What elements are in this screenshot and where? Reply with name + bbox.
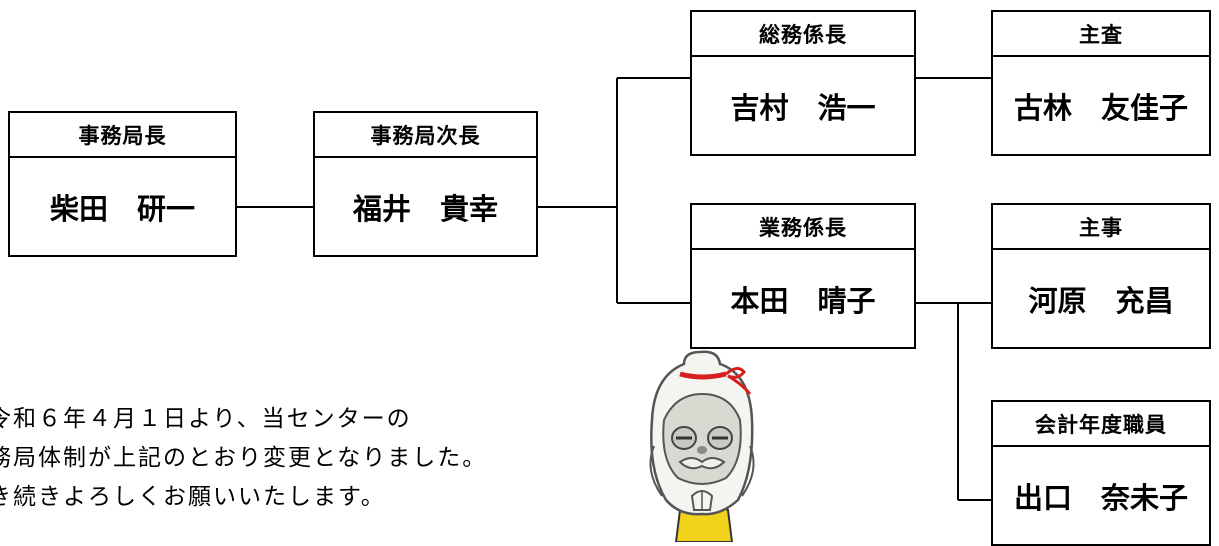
business-chief-title: 業務係長 [692,205,914,250]
fiscal-staff-box: 会計年度職員 出口 奈未子 [991,400,1211,546]
clerk-name: 河原 充昌 [1028,283,1174,318]
general-chief-name: 吉村 浩一 [730,90,876,125]
inspector-name: 古林 友佳子 [1013,90,1188,125]
general-chief-title: 総務係長 [692,12,914,57]
clerk-box: 主事 河原 充昌 [991,203,1211,349]
clerk-title: 主事 [993,205,1209,250]
mascot-icon [649,350,755,542]
notice-line-2: 務局体制が上記のとおり変更となりました。 [0,445,488,471]
fiscal-staff-title: 会計年度職員 [993,402,1209,447]
deputy-title: 事務局次長 [315,113,536,158]
general-chief-box: 総務係長 吉村 浩一 [690,10,916,156]
deputy-name: 福井 貴幸 [352,191,498,226]
notice-text: 令和６年４月１日より、当センターの 務局体制が上記のとおり変更となりました。 き… [0,400,648,517]
business-chief-name: 本田 晴子 [730,283,876,318]
notice-line-3: き続きよろしくお願いいたします。 [0,484,386,510]
deputy-box: 事務局次長 福井 貴幸 [313,111,538,257]
director-box: 事務局長 柴田 研一 [8,111,237,257]
business-chief-box: 業務係長 本田 晴子 [690,203,916,349]
notice-line-1: 令和６年４月１日より、当センターの [0,406,412,432]
inspector-title: 主査 [993,12,1209,57]
director-name: 柴田 研一 [49,191,195,226]
inspector-box: 主査 古林 友佳子 [991,10,1211,156]
director-title: 事務局長 [10,113,235,158]
fiscal-staff-name: 出口 奈未子 [1013,480,1188,515]
